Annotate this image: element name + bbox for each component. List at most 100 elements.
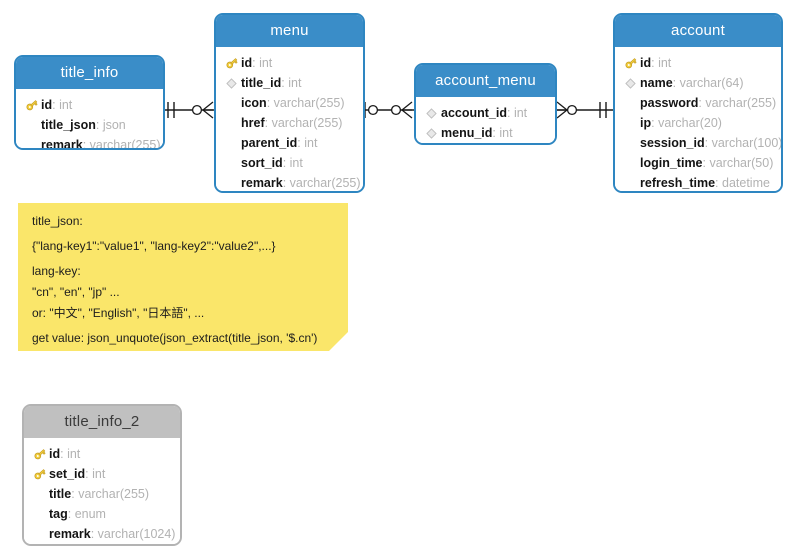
no-marker bbox=[223, 175, 240, 191]
field-name: tag bbox=[49, 507, 68, 521]
field-type: int bbox=[92, 467, 106, 481]
key-icon bbox=[622, 55, 639, 71]
field-row[interactable]: refresh_time: datetime bbox=[615, 173, 781, 191]
no-marker bbox=[223, 95, 240, 111]
field-row[interactable]: remark: varchar(255) bbox=[216, 173, 363, 191]
entity-account-header: account bbox=[615, 15, 781, 47]
field-type: varchar(64) bbox=[679, 76, 744, 90]
note-line: lang-key: bbox=[32, 264, 81, 278]
field-row[interactable]: session_id: varchar(100) bbox=[615, 133, 781, 153]
no-marker bbox=[31, 526, 48, 542]
no-marker bbox=[223, 155, 240, 171]
field-type: varchar(255) bbox=[705, 96, 777, 110]
no-marker bbox=[23, 117, 40, 133]
field-type: int bbox=[289, 156, 303, 170]
note-line: title_json: bbox=[32, 214, 83, 228]
entity-account-fields: id: int name: varchar(64) password: varc… bbox=[615, 47, 781, 191]
field-row[interactable]: login_time: varchar(50) bbox=[615, 153, 781, 173]
field-name: remark bbox=[241, 176, 283, 190]
field-row[interactable]: set_id: int bbox=[24, 464, 180, 484]
relationship-title-info-menu[interactable] bbox=[163, 96, 217, 124]
field-row[interactable]: name: varchar(64) bbox=[615, 73, 781, 93]
field-name: parent_id bbox=[241, 136, 298, 150]
field-row[interactable]: account_id: int bbox=[416, 103, 555, 123]
entity-menu[interactable]: menu id: int bbox=[214, 13, 365, 193]
field-row[interactable]: title_id: int bbox=[216, 73, 363, 93]
note-line: {"lang-key1":"value1", "lang-key2":"valu… bbox=[32, 239, 276, 253]
no-marker bbox=[31, 486, 48, 502]
entity-account-menu[interactable]: account_menu account_id: int menu_id: in… bbox=[414, 63, 557, 145]
entity-title-info[interactable]: title_info id: int titl bbox=[14, 55, 165, 150]
field-type: varchar(255) bbox=[78, 487, 150, 501]
field-row[interactable]: menu_id: int bbox=[416, 123, 555, 143]
no-marker bbox=[23, 137, 40, 148]
field-type: int bbox=[658, 56, 672, 70]
field-type: int bbox=[499, 126, 513, 140]
field-row[interactable]: id: int bbox=[24, 444, 180, 464]
relationship-menu-account-menu[interactable] bbox=[362, 96, 416, 124]
note-line: or: "中文", "English", "日本語", ... bbox=[32, 306, 205, 320]
field-name: login_time bbox=[640, 156, 703, 170]
field-type: varchar(1024) bbox=[97, 527, 176, 541]
title-json-note[interactable]: title_json: {"lang-key1":"value1", "lang… bbox=[18, 203, 348, 351]
field-type: varchar(255) bbox=[273, 96, 345, 110]
field-name: ip bbox=[640, 116, 652, 130]
field-row[interactable]: tag: enum bbox=[24, 504, 180, 524]
diamond-icon bbox=[423, 125, 440, 141]
entity-title-info-header: title_info bbox=[16, 57, 163, 89]
no-marker bbox=[31, 506, 48, 522]
field-type: varchar(255) bbox=[289, 176, 361, 190]
field-type: varchar(50) bbox=[709, 156, 774, 170]
entity-title-info-2[interactable]: title_info_2 id: int bbox=[22, 404, 182, 546]
diamond-icon bbox=[423, 105, 440, 121]
entity-menu-header: menu bbox=[216, 15, 363, 47]
field-row[interactable]: remark: varchar(255) bbox=[16, 135, 163, 148]
entity-account-menu-header: account_menu bbox=[416, 65, 555, 97]
field-name: session_id bbox=[640, 136, 705, 150]
field-row[interactable]: parent_id: int bbox=[216, 133, 363, 153]
field-row[interactable]: href: varchar(255) bbox=[216, 113, 363, 133]
entity-title-info-2-header: title_info_2 bbox=[24, 406, 180, 438]
entity-account[interactable]: account id: int bbox=[613, 13, 783, 193]
no-marker bbox=[223, 135, 240, 151]
field-name: id bbox=[241, 56, 253, 70]
field-name: title_json bbox=[41, 118, 96, 132]
field-row[interactable]: password: varchar(255) bbox=[615, 93, 781, 113]
field-row[interactable]: icon: varchar(255) bbox=[216, 93, 363, 113]
note-fold-corner bbox=[329, 332, 348, 351]
field-name: id bbox=[640, 56, 652, 70]
no-marker bbox=[622, 115, 639, 131]
field-name: password bbox=[640, 96, 699, 110]
key-icon bbox=[31, 466, 48, 482]
no-marker bbox=[223, 115, 240, 131]
field-type: json bbox=[102, 118, 126, 132]
field-name: icon bbox=[241, 96, 267, 110]
no-marker bbox=[622, 95, 639, 111]
relationship-account-menu-account[interactable] bbox=[555, 96, 615, 124]
entity-account-menu-fields: account_id: int menu_id: int bbox=[416, 97, 555, 143]
field-name: id bbox=[41, 98, 53, 112]
field-row[interactable]: id: int bbox=[16, 95, 163, 115]
field-type: int bbox=[259, 56, 273, 70]
field-name: href bbox=[241, 116, 265, 130]
field-row[interactable]: title_json: json bbox=[16, 115, 163, 135]
no-marker bbox=[622, 175, 639, 191]
field-row[interactable]: sort_id: int bbox=[216, 153, 363, 173]
field-type: int bbox=[513, 106, 528, 120]
field-type: enum bbox=[74, 507, 106, 521]
note-line: get value: json_unquote(json_extract(tit… bbox=[32, 331, 318, 345]
field-type: varchar(100) bbox=[711, 136, 783, 150]
field-name: account_id bbox=[441, 106, 507, 120]
field-row[interactable]: remark: varchar(1024) bbox=[24, 524, 180, 544]
field-name: remark bbox=[49, 527, 91, 541]
field-row[interactable]: id: int bbox=[216, 53, 363, 73]
field-row[interactable]: ip: varchar(20) bbox=[615, 113, 781, 133]
field-name: set_id bbox=[49, 467, 86, 481]
key-icon bbox=[23, 97, 40, 113]
field-name: title_id bbox=[241, 76, 282, 90]
field-type: datetime bbox=[722, 176, 770, 190]
field-row[interactable]: title: varchar(255) bbox=[24, 484, 180, 504]
field-row[interactable]: id: int bbox=[615, 53, 781, 73]
field-type: int bbox=[304, 136, 318, 150]
field-type: int bbox=[59, 98, 73, 112]
